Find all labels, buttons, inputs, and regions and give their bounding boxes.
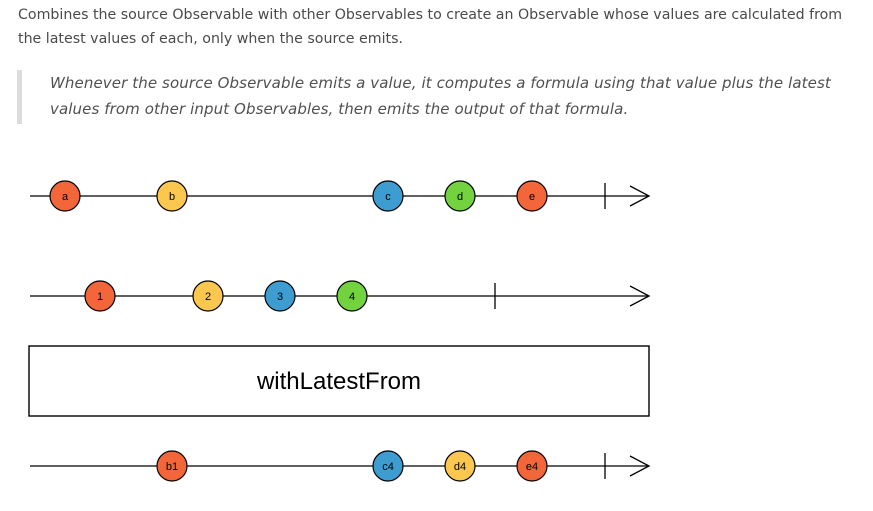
marble-d4-label: d4 xyxy=(454,461,466,473)
marble-3: 3 xyxy=(264,280,296,312)
source-arrow-head xyxy=(629,185,651,207)
marble-c-label: c xyxy=(385,191,391,203)
marble-1-circle xyxy=(84,280,116,312)
callout-text: Whenever the source Observable emits a v… xyxy=(50,74,831,118)
marble-4-label: 4 xyxy=(349,291,355,303)
marble-4: 4 xyxy=(336,280,368,312)
other-timeline: 1 2 3 4 xyxy=(30,280,651,312)
marble-3-circle xyxy=(264,280,296,312)
operator-box-rect xyxy=(28,345,650,417)
marble-d4-circle xyxy=(444,450,476,482)
marble-a-circle xyxy=(49,180,81,212)
marble-b1: b1 xyxy=(156,450,188,482)
marble-c: c xyxy=(372,180,404,212)
marble-a: a xyxy=(49,180,81,212)
marble-c4-circle xyxy=(372,450,404,482)
marble-a-label: a xyxy=(62,191,69,203)
other-arrow-head xyxy=(629,285,651,307)
marble-e: e xyxy=(516,180,548,212)
marble-c4: c4 xyxy=(372,450,404,482)
callout-quote: Whenever the source Observable emits a v… xyxy=(17,70,837,124)
marble-b: b xyxy=(156,180,188,212)
marble-c4-label: c4 xyxy=(382,461,394,473)
marble-d: d xyxy=(444,180,476,212)
output-arrow-head xyxy=(629,455,651,477)
marble-e-label: e xyxy=(529,191,535,203)
marble-1: 1 xyxy=(84,280,116,312)
marble-c-circle xyxy=(372,180,404,212)
marble-b1-circle xyxy=(156,450,188,482)
operator-box: withLatestFrom xyxy=(28,345,650,417)
marble-e-circle xyxy=(516,180,548,212)
marble-e4-label: e4 xyxy=(526,461,538,473)
output-timeline: b1 c4 d4 e4 xyxy=(30,450,651,482)
marble-b1-label: b1 xyxy=(166,461,178,473)
marble-4-circle xyxy=(336,280,368,312)
marble-b-circle xyxy=(156,180,188,212)
marble-2-circle xyxy=(192,280,224,312)
marble-e4: e4 xyxy=(516,450,548,482)
marble-2: 2 xyxy=(192,280,224,312)
operator-description: Combines the source Observable with othe… xyxy=(18,7,843,47)
marble-2-label: 2 xyxy=(205,291,211,303)
marble-diagram: a b c d e xyxy=(0,160,873,511)
marble-e4-circle xyxy=(516,450,548,482)
marble-1-label: 1 xyxy=(97,291,103,303)
marble-b-label: b xyxy=(169,191,175,203)
operator-label: withLatestFrom xyxy=(256,368,421,395)
marble-d4: d4 xyxy=(444,450,476,482)
marble-diagram-svg: a b c d e xyxy=(28,180,651,482)
marble-3-label: 3 xyxy=(277,291,283,303)
source-timeline: a b c d e xyxy=(30,180,651,212)
marble-d-circle xyxy=(444,180,476,212)
marble-d-label: d xyxy=(457,191,463,203)
